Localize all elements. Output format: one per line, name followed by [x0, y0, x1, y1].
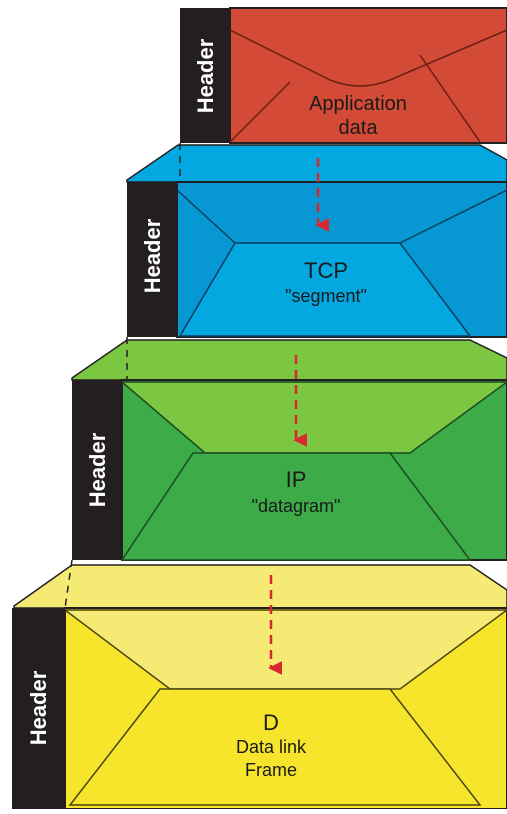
datalink-label-line-1: D [263, 710, 279, 735]
ip-header [72, 380, 122, 560]
tcp-envelope-fold-left [176, 189, 236, 244]
tcp-envelope-inner [178, 242, 472, 337]
application-envelope-body [229, 7, 507, 144]
application-label-line-1: Application [309, 93, 407, 115]
guide-ip-to-datalink [64, 559, 73, 609]
datalink-envelope-inner [68, 688, 482, 806]
application-label-line-2: data [339, 117, 379, 139]
datalink-envelope-upper-fold [62, 609, 507, 690]
datalink-label-line-3: Frame [245, 760, 297, 780]
ip-label-line-2: "datagram" [252, 496, 341, 516]
datalink-label-line-2: Data link [236, 737, 307, 757]
tcp-label-line-1: TCP [304, 258, 348, 283]
tcp-label-line-2: "segment" [285, 286, 367, 306]
tcp-header [127, 182, 177, 337]
application-envelope-fold-left [229, 81, 291, 143]
application-envelope: Header Application data [180, 7, 507, 144]
ip-label-line-1: IP [286, 467, 307, 492]
datalink-header-label: Header [26, 670, 51, 745]
datalink-header [12, 608, 65, 809]
ip-header-label: Header [85, 432, 110, 507]
encapsulation-arrows [268, 158, 330, 675]
datalink-envelope-lid [13, 564, 507, 609]
header-guides [64, 143, 181, 609]
datalink-envelope: Header D Data link Frame [12, 564, 507, 810]
ip-envelope-lid [71, 339, 507, 381]
ip-envelope-inner [120, 452, 472, 561]
application-envelope-flap [229, 29, 507, 87]
application-header-label: Header [193, 38, 218, 113]
tcp-header-label: Header [140, 218, 165, 293]
tcp-envelope-fold-right [399, 189, 507, 244]
application-envelope-fold-right [419, 54, 481, 143]
application-header [180, 8, 230, 143]
ip-envelope: Header IP "datagram" [71, 339, 507, 561]
ip-envelope-upper-fold [119, 381, 507, 454]
